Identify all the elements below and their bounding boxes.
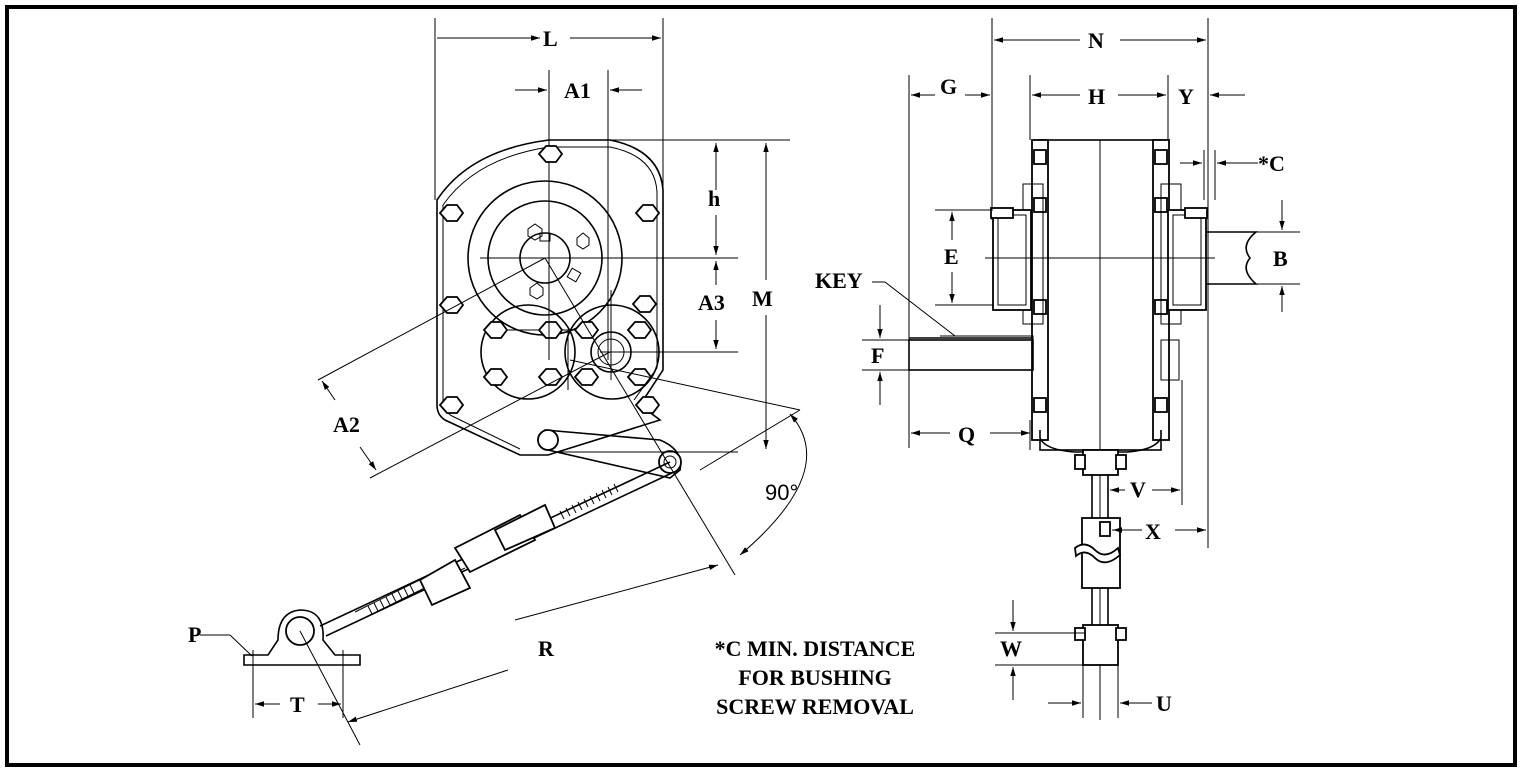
- dim-label-R: R: [538, 636, 555, 661]
- drawing-border: [5, 5, 1517, 767]
- dim-label-N: N: [1088, 28, 1104, 53]
- side-view: [862, 18, 1300, 720]
- dim-label-H: H: [1088, 84, 1105, 109]
- foot-bracket: [200, 609, 361, 746]
- note-block: *C MIN. DISTANCE FOR BUSHING SCREW REMOV…: [715, 636, 916, 719]
- dim-label-Q: Q: [958, 422, 975, 447]
- dim-label-V: V: [1130, 477, 1146, 502]
- note-line-2: FOR BUSHING: [738, 665, 891, 690]
- dim-label-F: F: [871, 343, 884, 368]
- dim-label-C: *C: [1258, 151, 1285, 176]
- dimension-labels: L A1 h A3 M A2 N G H Y *C E B KEY F Q V …: [188, 26, 1288, 717]
- dim-label-G: G: [940, 74, 957, 99]
- dim-label-M: M: [752, 286, 773, 311]
- dim-label-A2: A2: [333, 412, 360, 437]
- key-label: KEY: [815, 268, 863, 293]
- dim-label-W: W: [1000, 636, 1022, 661]
- turnbuckle-rod: [319, 461, 675, 637]
- dim-label-A3: A3: [698, 290, 725, 315]
- note-line-1: *C MIN. DISTANCE: [715, 636, 916, 661]
- angle-label: 90°: [765, 480, 798, 505]
- dim-label-Y: Y: [1178, 84, 1194, 109]
- dim-label-A1: A1: [564, 78, 591, 103]
- dim-label-X: X: [1145, 519, 1161, 544]
- dim-label-T: T: [290, 692, 305, 717]
- dim-label-h: h: [708, 186, 720, 211]
- note-line-3: SCREW REMOVAL: [716, 694, 914, 719]
- front-view: [200, 18, 808, 746]
- dim-label-L: L: [543, 26, 558, 51]
- dim-label-U: U: [1156, 691, 1172, 716]
- dim-label-E: E: [944, 244, 959, 269]
- dim-label-B: B: [1273, 246, 1288, 271]
- dim-label-P: P: [188, 622, 201, 647]
